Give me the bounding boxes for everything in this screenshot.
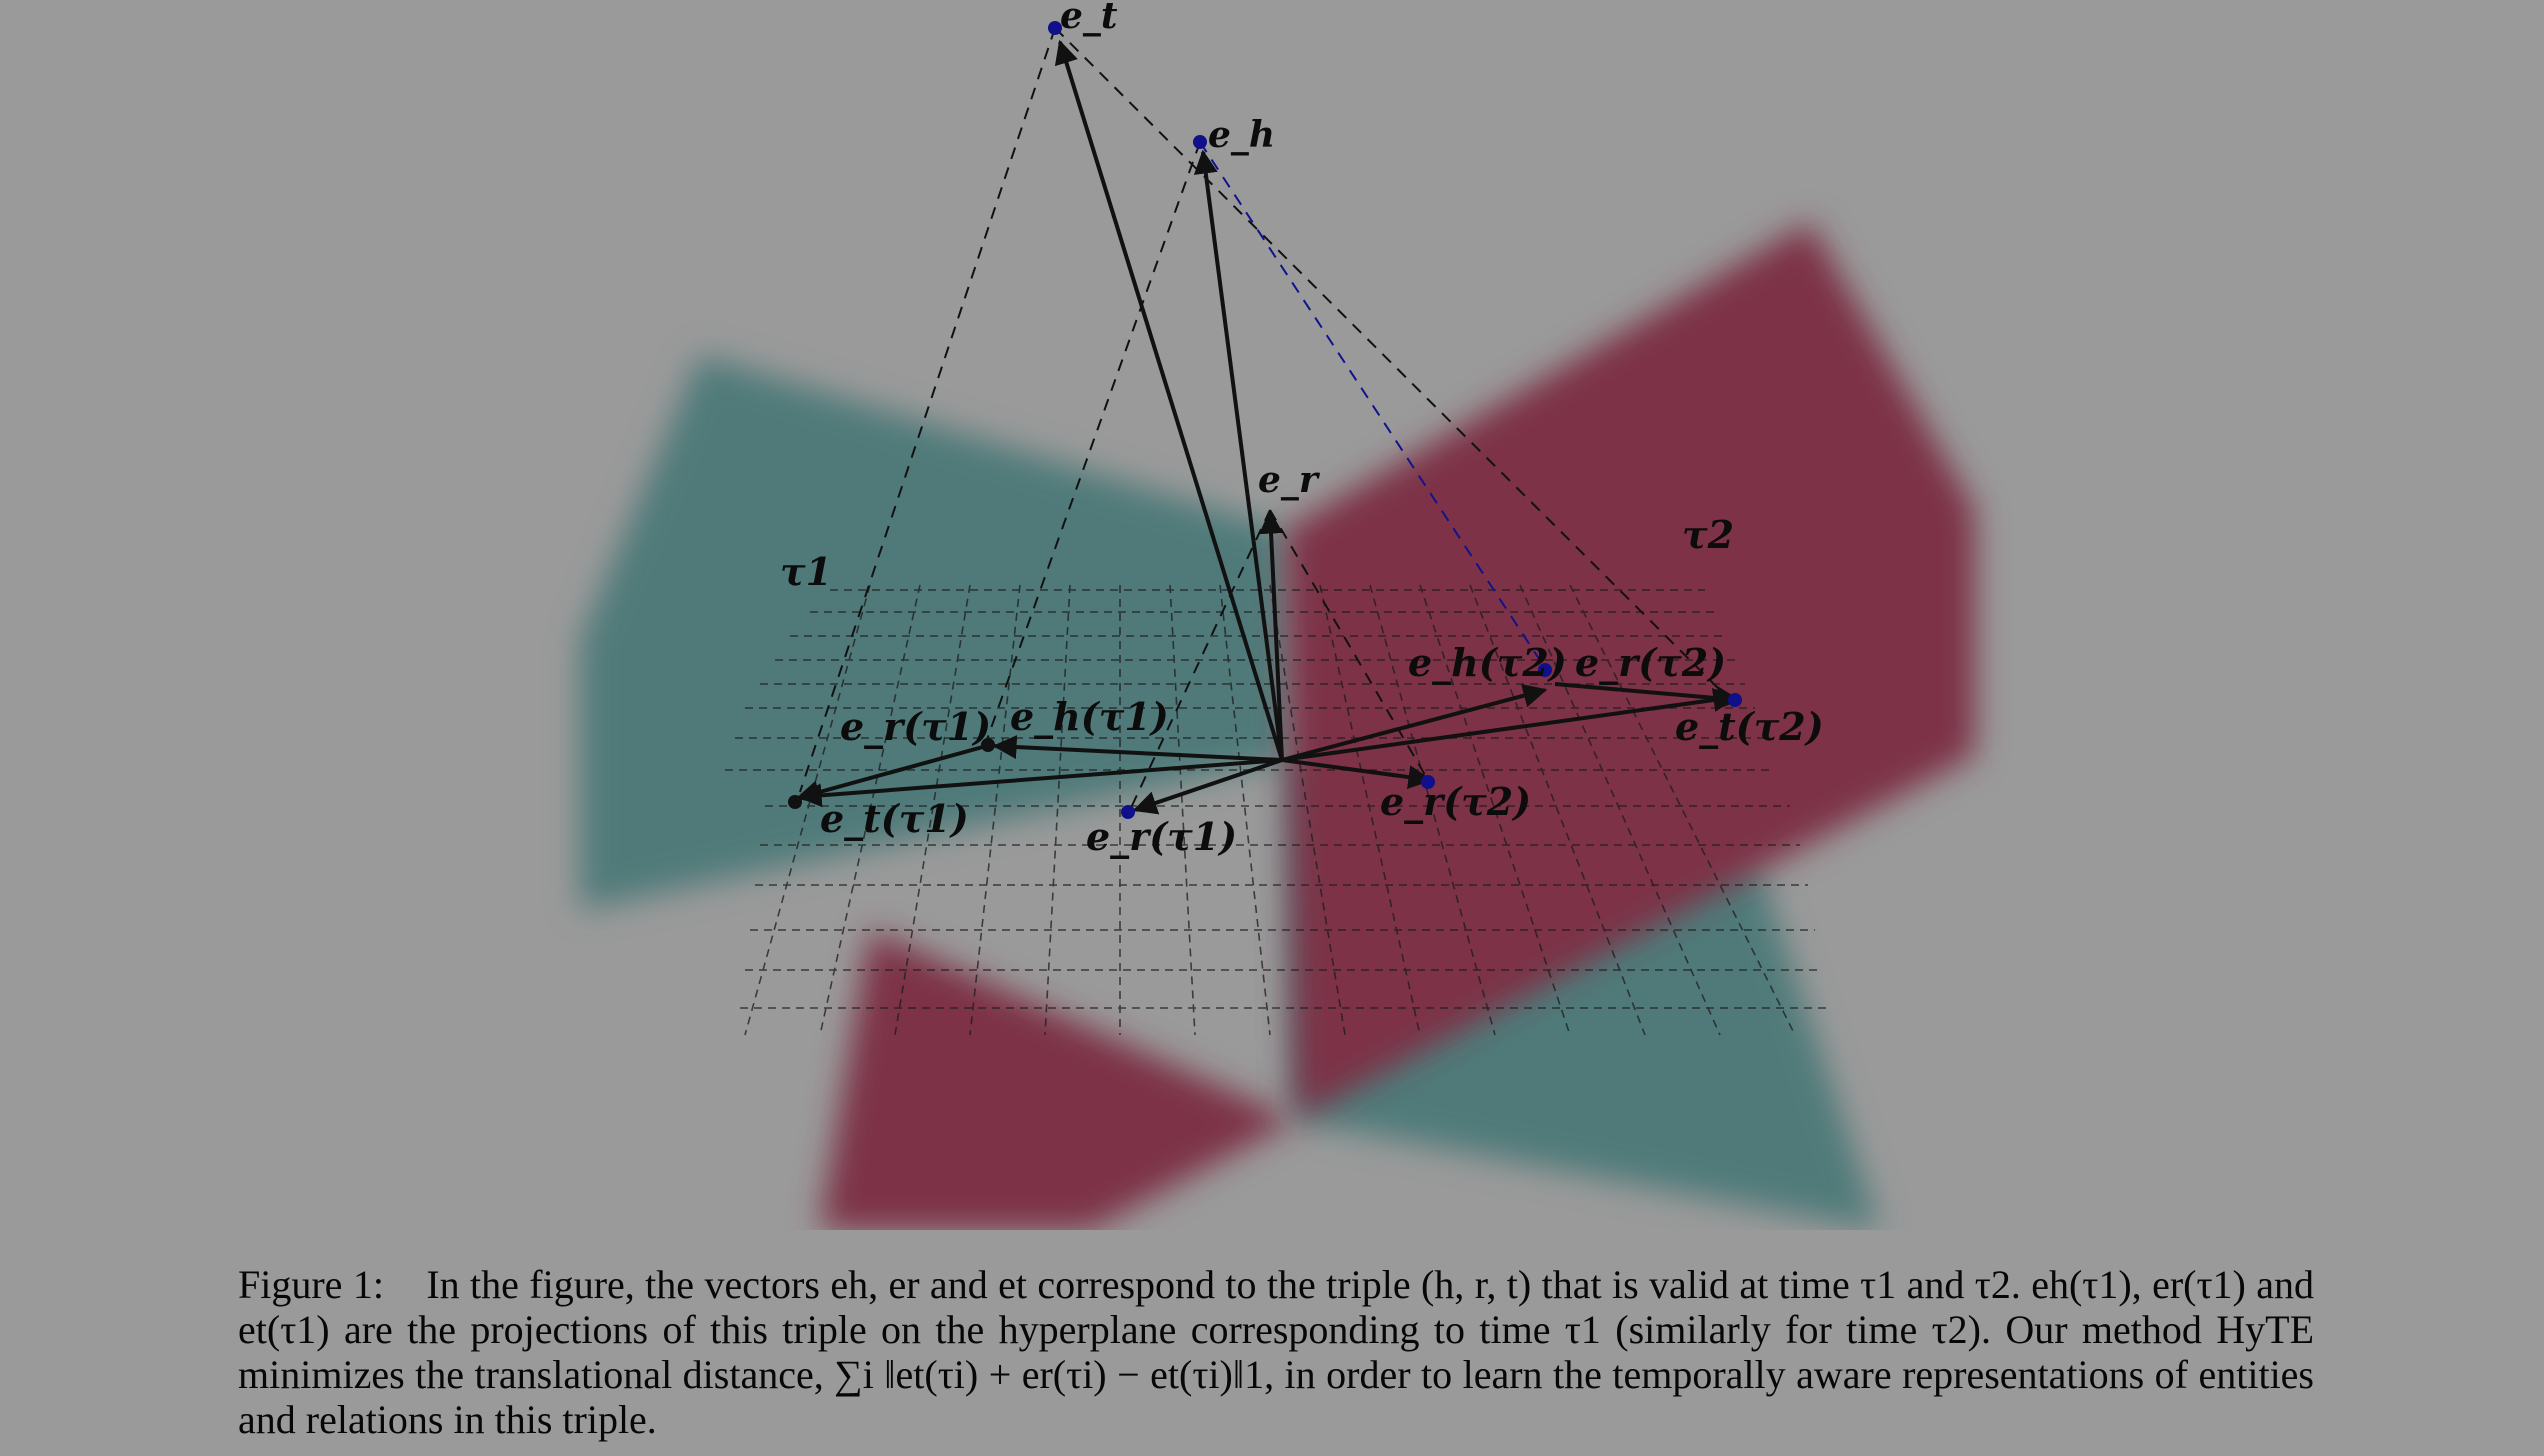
label-er-tau2-upper: e_r(τ2) — [1575, 640, 1726, 685]
label-e-h: e_h — [1208, 114, 1275, 156]
label-e-t: e_t — [1060, 0, 1118, 37]
projection-lines — [799, 27, 1726, 811]
label-er-tau2-lower: e_r(τ2) — [1380, 779, 1531, 824]
label-er-tau1-lower: e_r(τ1) — [1086, 814, 1237, 859]
label-tau1: τ1 — [780, 549, 832, 594]
hyperplane-figure: e_t e_h e_r τ1 τ2 e_r(τ1) e_h(τ1) e_t(τ1… — [580, 0, 1975, 1230]
label-tau2: τ2 — [1682, 512, 1734, 557]
figure-caption: Figure 1: In the figure, the vectors eh,… — [238, 1262, 2314, 1442]
label-eh-tau1: e_h(τ1) — [1010, 694, 1169, 739]
entity-points — [788, 21, 1742, 819]
caption-label: Figure 1: — [238, 1262, 384, 1307]
label-et-tau1: e_t(τ1) — [820, 796, 969, 841]
plane-tau1 — [580, 355, 1880, 1230]
plane-tau2 — [1285, 222, 1975, 1120]
vectors — [795, 39, 1741, 815]
label-eh-tau2: e_h(τ2) — [1408, 640, 1567, 685]
plane-tau2-lower — [820, 930, 1295, 1230]
label-et-tau2: e_t(τ2) — [1675, 704, 1824, 749]
caption-text: In the figure, the vectors eh, er and et… — [238, 1262, 2314, 1442]
label-er-tau1-upper: e_r(τ1) — [840, 704, 991, 749]
label-e-r: e_r — [1258, 459, 1321, 501]
